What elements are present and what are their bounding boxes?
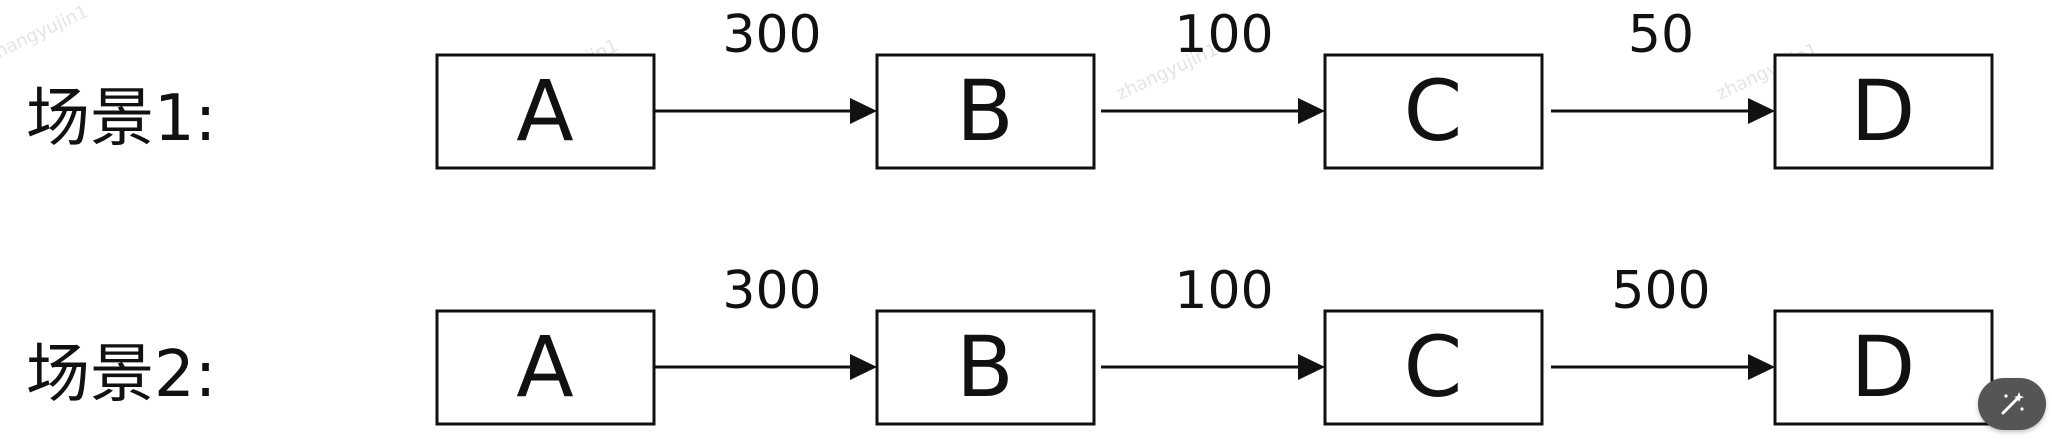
- node-label: C: [1404, 62, 1463, 160]
- node-label: C: [1404, 318, 1463, 416]
- edge-a-b: 300: [654, 261, 877, 380]
- edge-c-d: 500: [1551, 261, 1775, 380]
- node-label: D: [1851, 318, 1916, 416]
- node-c: C: [1323, 53, 1544, 170]
- edge-b-c: 100: [1101, 261, 1325, 380]
- edge-value: 300: [722, 261, 821, 321]
- edge-c-d: 50: [1551, 5, 1775, 124]
- edge-value: 100: [1174, 261, 1273, 321]
- node-box: [1773, 53, 1994, 170]
- edge-value: 100: [1174, 5, 1273, 65]
- arrowhead-icon: [1298, 98, 1325, 124]
- node-box: [1773, 309, 1994, 426]
- edge-value: 500: [1611, 261, 1710, 321]
- magic-wand-icon: [2001, 392, 2024, 415]
- scenario-1-label: 场景1:: [26, 82, 216, 156]
- magic-edit-button[interactable]: [1978, 378, 2046, 430]
- node-d: D: [1773, 53, 1994, 170]
- scenario-1-row: 场景1: A B C D 300 100: [26, 5, 1994, 170]
- node-label: B: [956, 318, 1014, 416]
- arrowhead-icon: [1748, 354, 1775, 380]
- node-label: A: [516, 318, 573, 416]
- node-a: A: [435, 309, 656, 426]
- node-box: [875, 309, 1096, 426]
- node-label: B: [956, 62, 1014, 160]
- edge-b-c: 100: [1101, 5, 1325, 124]
- arrowhead-icon: [1748, 98, 1775, 124]
- node-a: A: [435, 53, 656, 170]
- scenario-2-row: 场景2: A B C D 300 100: [26, 261, 1994, 426]
- scenario-2-label: 场景2:: [26, 338, 216, 412]
- node-box: [435, 309, 656, 426]
- arrowhead-icon: [1298, 354, 1325, 380]
- edge-a-b: 300: [654, 5, 877, 124]
- watermark: zhangyujin1: [0, 1, 91, 66]
- node-box: [1323, 53, 1544, 170]
- node-c: C: [1323, 309, 1544, 426]
- node-label: D: [1851, 62, 1916, 160]
- node-label: A: [516, 62, 573, 160]
- node-box: [875, 53, 1096, 170]
- node-d: D: [1773, 309, 1994, 426]
- node-box: [1323, 309, 1544, 426]
- node-b: B: [875, 309, 1096, 426]
- edge-value: 50: [1628, 5, 1694, 65]
- arrowhead-icon: [850, 354, 877, 380]
- edge-value: 300: [722, 5, 821, 65]
- node-b: B: [875, 53, 1096, 170]
- arrowhead-icon: [850, 98, 877, 124]
